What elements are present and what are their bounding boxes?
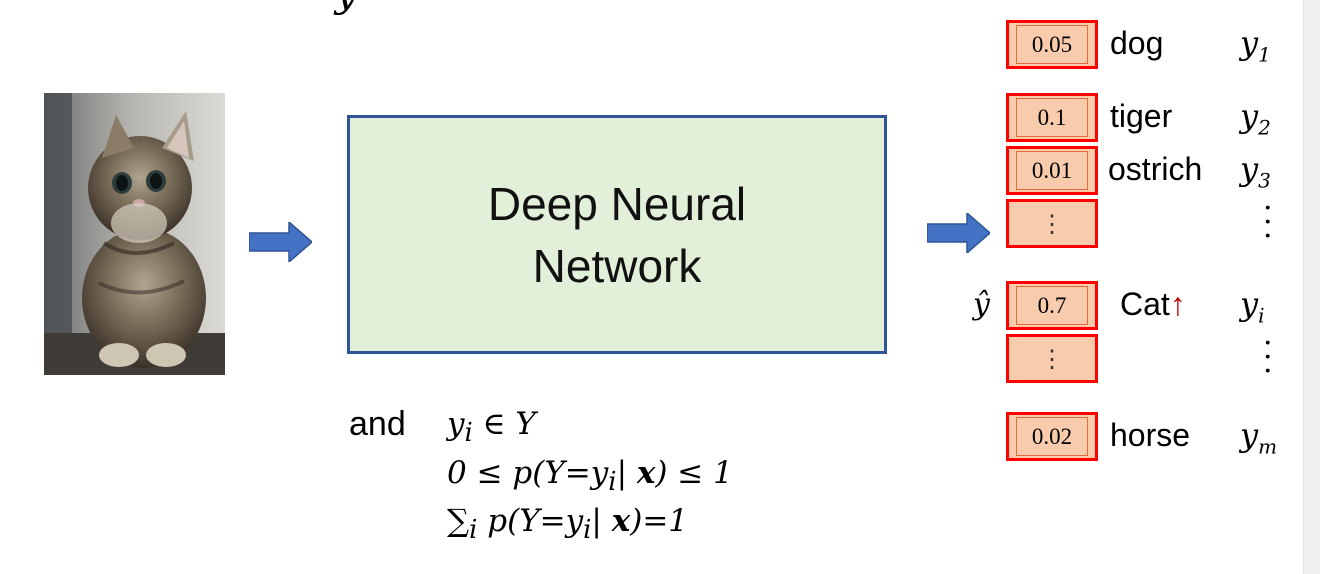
vertical-ellipsis-icon: ···	[1263, 191, 1273, 254]
output-prob-cell: ⋮	[1006, 334, 1098, 383]
output-prob-value: 0.05	[1016, 25, 1088, 64]
output-y-label: y2	[1240, 97, 1271, 140]
output-prob-cell: ⋮	[1006, 199, 1098, 248]
output-class-label: ostrich	[1108, 151, 1203, 187]
output-prob-cell: 0.1	[1006, 93, 1098, 142]
math-probability-sum: ∑i p(Y=yi| x)=1	[447, 503, 689, 546]
vertical-ellipsis-icon: ⋮	[1040, 209, 1064, 238]
output-prob-cell: 0.01	[1006, 146, 1098, 195]
cut-off-top-glyph: y	[335, 0, 358, 16]
vertical-ellipsis-icon: ⋮	[1040, 344, 1064, 373]
vertical-ellipsis-icon: ···	[1263, 326, 1273, 389]
y-hat-label: ŷ	[973, 287, 990, 322]
output-prob-value: ⋮	[1016, 339, 1088, 378]
output-prob-value: 0.02	[1016, 417, 1088, 456]
output-prob-value: ⋮	[1016, 204, 1088, 243]
network-label-line2: Network	[532, 239, 702, 292]
right-edge-strip	[1303, 0, 1320, 574]
output-prob-cell: 0.7	[1006, 281, 1098, 330]
and-label: and	[349, 405, 406, 443]
output-prob-value: 0.7	[1016, 286, 1088, 325]
right-arrow-icon	[927, 213, 990, 253]
output-class-label: tiger	[1110, 98, 1173, 134]
math-membership: yi ∈ Y	[447, 406, 536, 449]
output-y-label: yi	[1240, 285, 1265, 328]
deep-neural-network-box: Deep Neural Network	[347, 115, 887, 354]
output-class-label: Cat↑	[1120, 286, 1186, 322]
output-prob-value: 0.01	[1016, 151, 1088, 190]
output-class-label: dog	[1110, 25, 1164, 61]
network-label-line1: Deep Neural	[487, 177, 747, 230]
output-prob-value: 0.1	[1016, 98, 1088, 137]
output-y-label: ym	[1240, 416, 1278, 459]
output-class-label: horse	[1110, 417, 1191, 453]
up-arrow-icon: ↑	[1169, 286, 1186, 322]
output-prob-cell: 0.02	[1006, 412, 1098, 461]
right-arrow-icon	[249, 222, 312, 262]
output-y-label: y1	[1240, 24, 1271, 67]
output-y-label: y3	[1240, 150, 1271, 193]
output-prob-cell: 0.05	[1006, 20, 1098, 69]
math-probability-bounds: 0 ≤ p(Y=yi| x) ≤ 1	[447, 455, 733, 498]
cat-photo	[44, 93, 225, 375]
